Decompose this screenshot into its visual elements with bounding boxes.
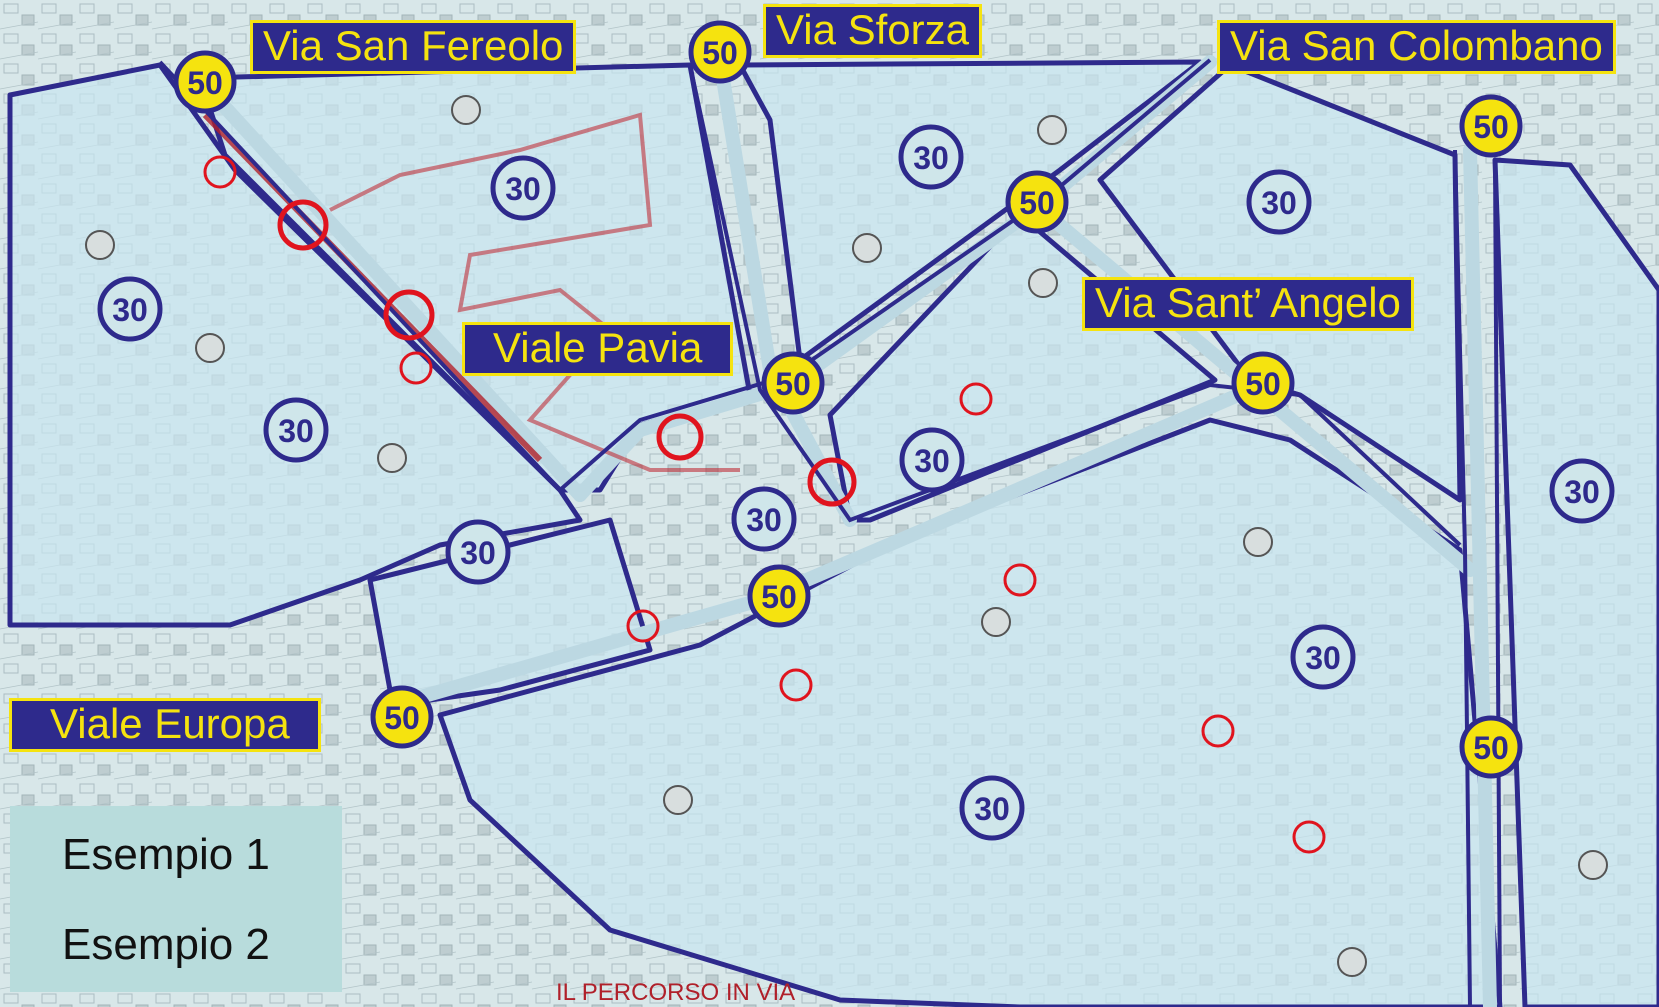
svg-text:30: 30 (1564, 474, 1600, 510)
speed-30-badge[interactable]: 30 (490, 155, 556, 221)
road-san-fereolo[interactable] (193, 73, 587, 502)
svg-text:30: 30 (278, 413, 314, 449)
svg-text:50: 50 (775, 366, 811, 402)
marker[interactable] (1201, 714, 1235, 748)
markers-example-1 (277, 199, 857, 507)
svg-text:30: 30 (505, 171, 541, 207)
route-caption: IL PERCORSO IN VIA (556, 979, 795, 1006)
marker[interactable] (626, 609, 660, 643)
svg-text:30: 30 (460, 535, 496, 571)
svg-text:50: 50 (1473, 730, 1509, 766)
zone-east[interactable] (1492, 157, 1659, 1007)
speed-30-badge[interactable]: 30 (959, 775, 1025, 841)
speed-30-badge[interactable]: 30 (263, 397, 329, 463)
speed-50-badge[interactable]: 50 (688, 20, 752, 84)
marker[interactable] (203, 155, 237, 189)
svg-text:50: 50 (187, 65, 223, 101)
speed-30-badge[interactable]: 30 (1290, 624, 1356, 690)
speed-30-badge[interactable]: 30 (97, 276, 163, 342)
speed-30-badge[interactable]: 30 (731, 486, 797, 552)
marker[interactable] (383, 289, 435, 341)
street-label-europa[interactable]: Viale Europa (9, 698, 321, 752)
svg-text:30: 30 (112, 292, 148, 328)
marker[interactable] (807, 457, 857, 507)
street-label-sant-angelo[interactable]: Via Sant’ Angelo (1082, 277, 1414, 331)
svg-text:50: 50 (1473, 109, 1509, 145)
svg-text:50: 50 (1019, 185, 1055, 221)
zone-west[interactable] (7, 62, 583, 628)
road-san-colombano[interactable] (1463, 143, 1497, 1007)
svg-text:30: 30 (913, 140, 949, 176)
svg-text:30: 30 (746, 502, 782, 538)
svg-text:50: 50 (761, 579, 797, 615)
red-route-outline (329, 112, 740, 472)
speed-50-badge[interactable]: 50 (1459, 94, 1523, 158)
speed-30-badge[interactable]: 30 (445, 519, 511, 585)
speed-30-badge[interactable]: 30 (1549, 458, 1615, 524)
svg-text:50: 50 (702, 35, 738, 71)
svg-text:30: 30 (974, 791, 1010, 827)
speed-50-badge[interactable]: 50 (747, 564, 811, 628)
speed-50-badge[interactable]: 50 (1459, 715, 1523, 779)
marker[interactable] (399, 351, 433, 385)
road-edges (158, 58, 1502, 1007)
speed-50-badges: 50 50 50 50 50 50 50 50 50 (173, 20, 1523, 779)
legend-panel: Esempio 1 Esempio 2 (10, 806, 342, 992)
speed-30-badge[interactable]: 30 (1246, 169, 1312, 235)
road-viale-pavia[interactable] (573, 378, 797, 502)
speed-50-badge[interactable]: 50 (1005, 170, 1069, 234)
marker[interactable] (656, 413, 704, 461)
street-label-san-colombano[interactable]: Via San Colombano (1217, 20, 1616, 74)
speed-50-badge[interactable]: 50 (761, 351, 825, 415)
speed-50-badge[interactable]: 50 (1231, 351, 1295, 415)
zone-sforza[interactable] (737, 59, 1203, 363)
speed-30-badge[interactable]: 30 (899, 427, 965, 493)
marker[interactable] (1292, 820, 1326, 854)
map-speed-marks (85, 95, 1608, 977)
speed-30-badge[interactable]: 30 (898, 124, 964, 190)
svg-text:50: 50 (1245, 366, 1281, 402)
marker[interactable] (779, 668, 813, 702)
markers-example-2 (203, 155, 1326, 854)
speed-30-badges: 30 30 30 30 30 30 30 30 30 30 30 (97, 124, 1615, 841)
street-label-pavia[interactable]: Viale Pavia (462, 322, 734, 376)
speed-50-badge[interactable]: 50 (173, 50, 237, 114)
marker[interactable] (277, 199, 329, 251)
speed-50-badge[interactable]: 50 (370, 685, 434, 749)
svg-text:50: 50 (384, 700, 420, 736)
street-label-sforza[interactable]: Via Sforza (763, 4, 982, 58)
svg-text:30: 30 (1261, 185, 1297, 221)
svg-text:30: 30 (1305, 640, 1341, 676)
svg-text:30: 30 (914, 443, 950, 479)
legend-example-2[interactable]: Esempio 2 (62, 920, 270, 969)
marker[interactable] (959, 382, 993, 416)
marker[interactable] (1003, 563, 1037, 597)
street-label-san-fereolo[interactable]: Via San Fereolo (250, 20, 577, 74)
legend-example-1[interactable]: Esempio 1 (62, 830, 270, 879)
